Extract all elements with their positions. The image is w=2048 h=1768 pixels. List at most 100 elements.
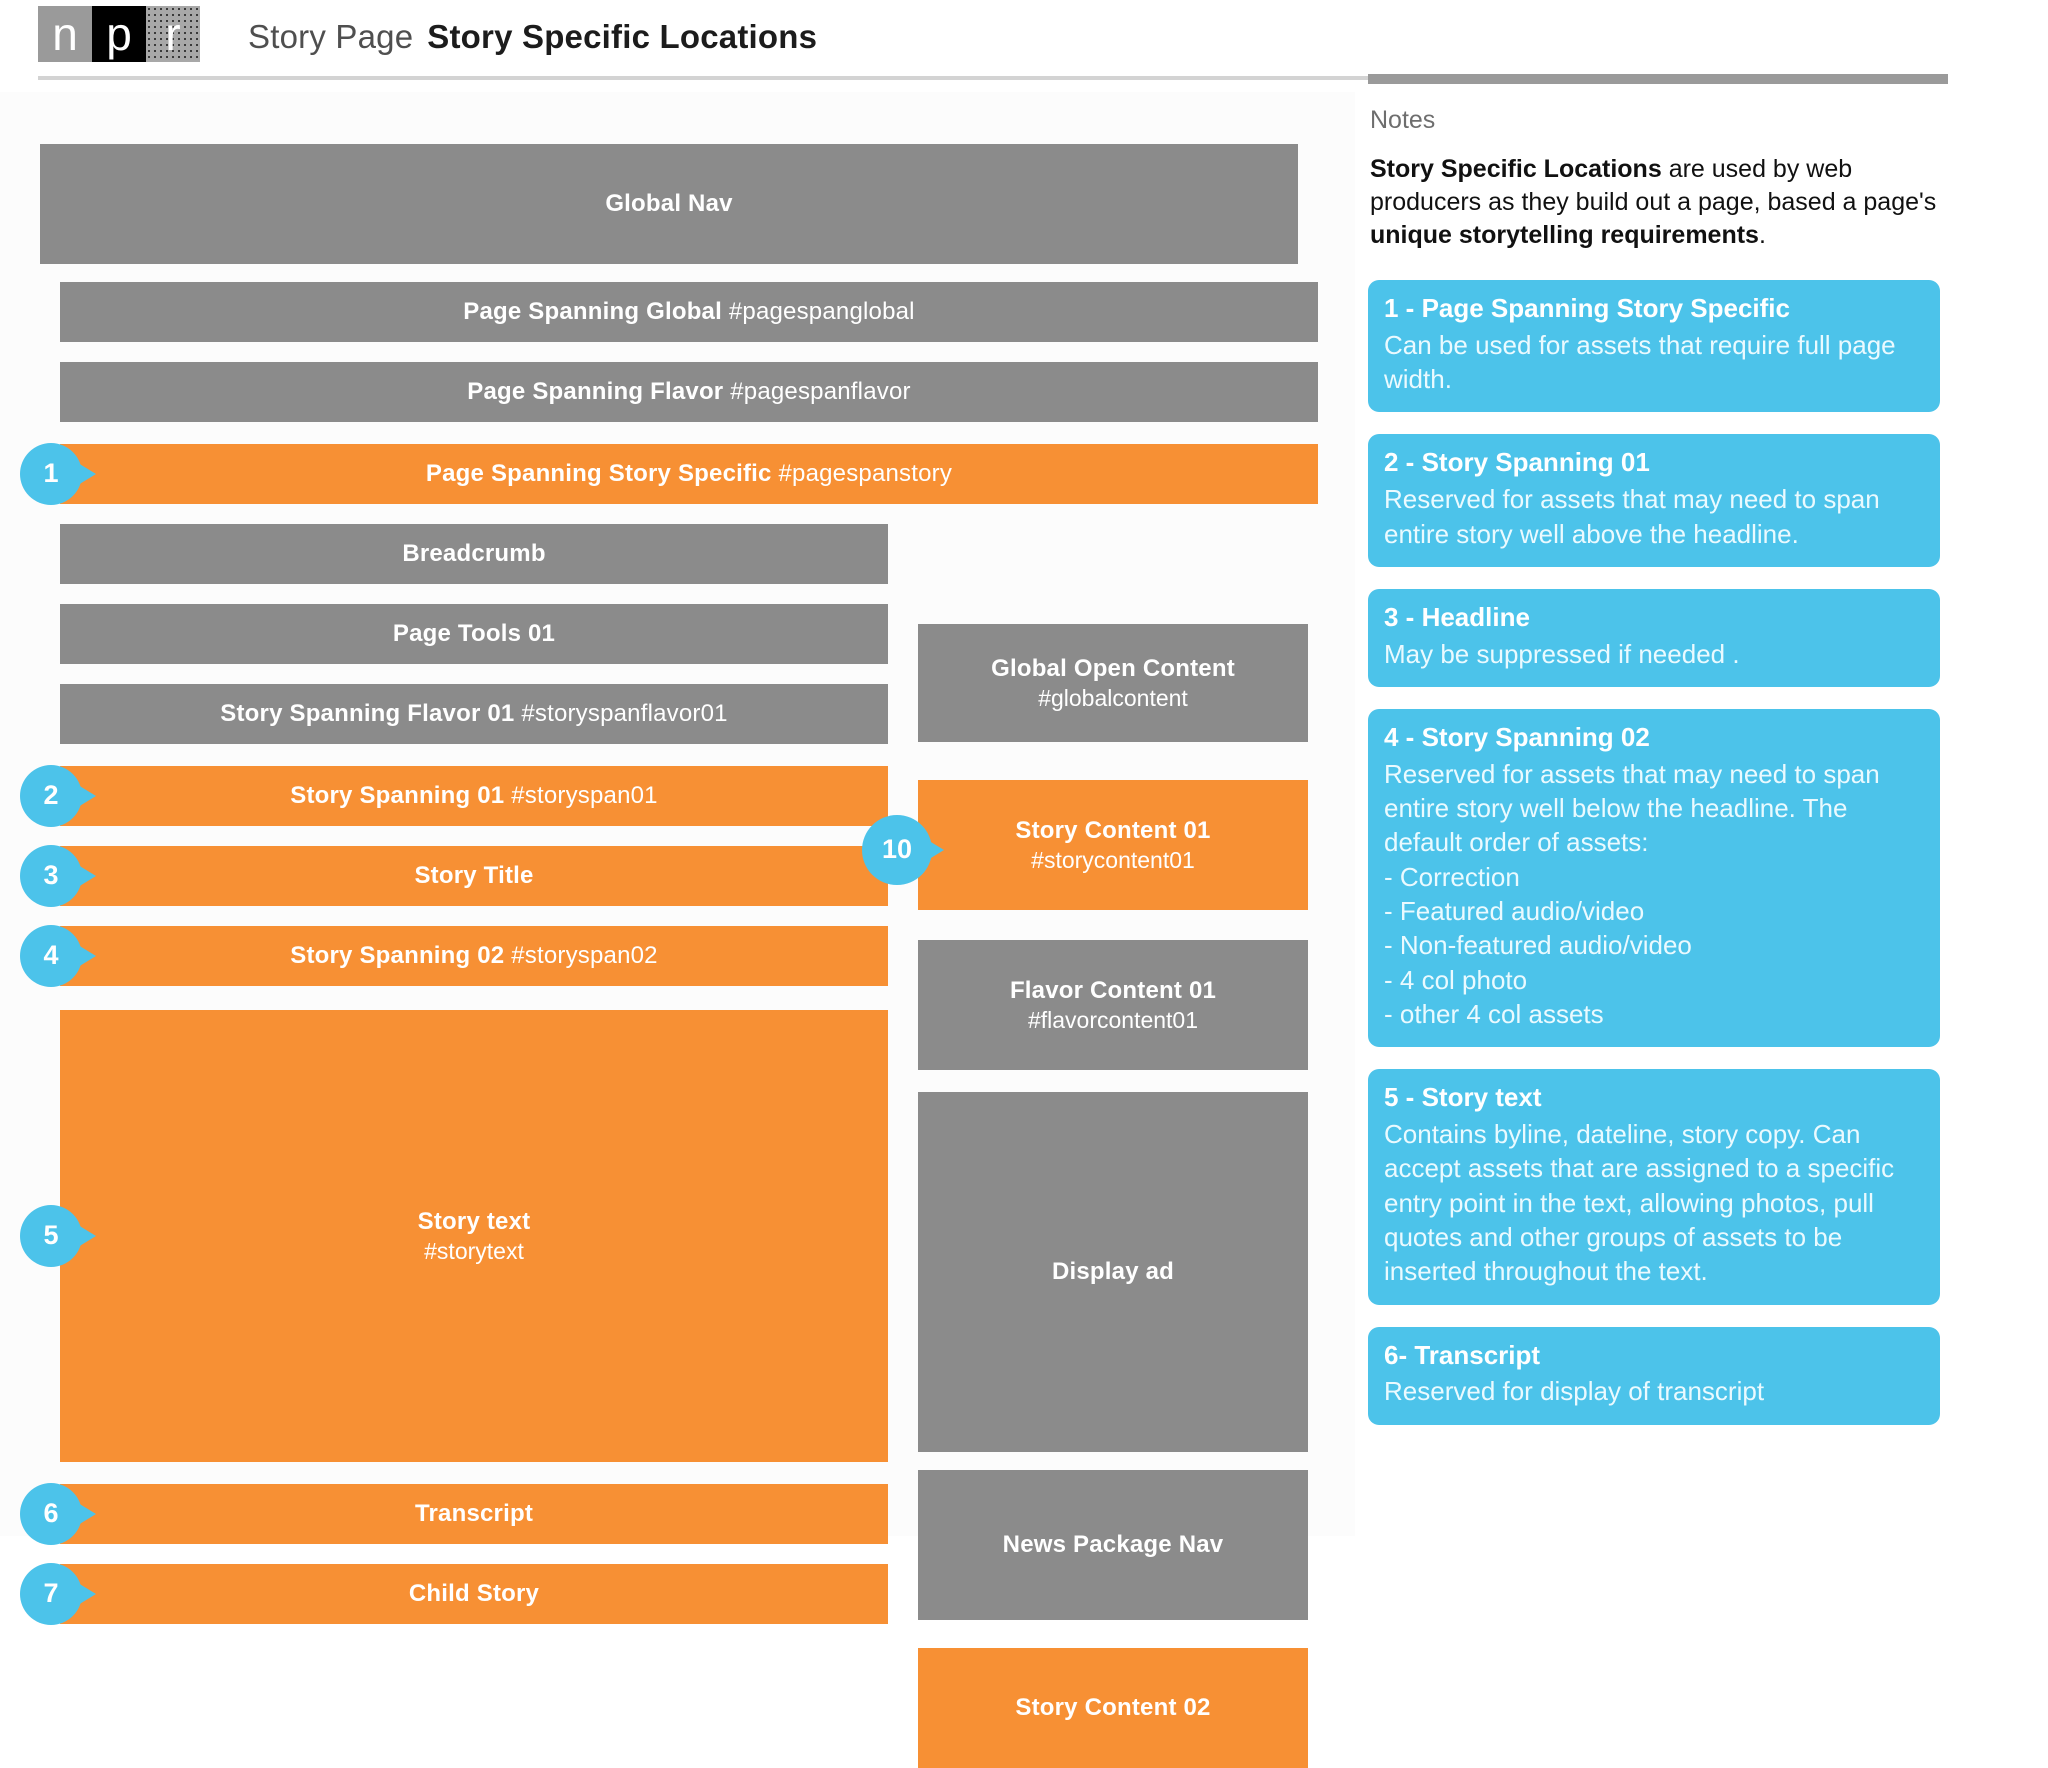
callout-marker-number: 3 <box>43 859 59 890</box>
notes-intro-period: . <box>1758 221 1766 249</box>
wireframe-block-sublabel: #storytext <box>424 1237 524 1264</box>
header-divider-rule <box>38 76 1368 80</box>
notes-intro-paragraph: Story Specific Locations are used by web… <box>1370 153 1962 252</box>
page-header: n p r Story Page Story Specific Location… <box>0 0 2048 84</box>
wireframe-block-label: Page Spanning Story Specific #pagespanst… <box>425 460 953 487</box>
wireframe-block-sublabel: #globalcontent <box>1038 684 1188 711</box>
notes-intro-bold-tail: unique storytelling requirements <box>1370 221 1759 249</box>
wireframe-block-label: Story text <box>417 1207 531 1235</box>
wireframe-block-hashtag: #pagespanstory <box>778 460 953 487</box>
note-card-4: 4 - Story Spanning 02 Reserved for assets… <box>1368 708 1940 1048</box>
callout-marker-circle: 3 <box>20 845 82 907</box>
header-title-group: Story Page Story Specific Locations <box>248 14 817 60</box>
notes-intro-bold-lead: Story Specific Locations <box>1370 155 1662 183</box>
callout-marker-circle: 7 <box>20 1563 82 1625</box>
wireframe-block-label: Global Open Content <box>991 654 1235 682</box>
notes-panel: Notes Story Specific Locations are used … <box>1368 92 1968 1536</box>
wireframe-block-page-spanning-story-specific[interactable]: Page Spanning Story Specific #pagespanst… <box>60 444 1318 504</box>
callout-marker-number: 2 <box>43 779 59 810</box>
note-card-body: Contains byline, dateline, story copy. C… <box>1384 1119 1895 1287</box>
note-card-body: May be suppressed if needed . <box>1384 638 1740 669</box>
callout-marker-7[interactable]: 7 <box>20 1563 96 1625</box>
callout-marker-number: 7 <box>43 1577 59 1608</box>
wireframe-block-global-open-content[interactable]: Global Open Content#globalcontent <box>918 624 1308 742</box>
wireframe-block-label: Global Nav <box>605 190 733 217</box>
callout-marker-3[interactable]: 3 <box>20 845 96 907</box>
wireframe-block-global-nav[interactable]: Global Nav <box>40 144 1298 264</box>
wireframe-block-story-content-02[interactable]: Story Content 02 <box>918 1648 1308 1768</box>
wireframe-block-transcript[interactable]: Transcript <box>60 1484 888 1544</box>
callout-marker-10[interactable]: 10 <box>862 815 962 885</box>
wireframe-block-story-spanning-02[interactable]: Story Spanning 02 #storyspan02 <box>60 926 888 986</box>
wireframe-block-page-spanning-global[interactable]: Page Spanning Global #pagespanglobal <box>60 282 1318 342</box>
wireframe-block-hashtag: #pagespanflavor <box>730 378 911 405</box>
wireframe-block-label: Story Content 01 <box>1015 816 1211 844</box>
wireframe-block-story-text[interactable]: Story text#storytext <box>60 1010 888 1462</box>
wireframe-block-story-spanning-flavor-01[interactable]: Story Spanning Flavor 01 #storyspanflavo… <box>60 684 888 744</box>
callout-marker-number: 6 <box>43 1497 59 1528</box>
callout-marker-circle: 5 <box>20 1205 82 1267</box>
notes-panel-label: Notes <box>1370 106 1436 134</box>
note-card-body: Reserved for display of transcript <box>1384 1376 1765 1407</box>
wireframe-block-label: Flavor Content 01 <box>1009 976 1217 1004</box>
wireframe-block-label: Transcript <box>414 1500 534 1527</box>
note-card-title: 6- Transcript <box>1384 1339 1541 1370</box>
callout-marker-number: 10 <box>881 833 913 864</box>
wireframe-block-label: Story Spanning 01 #storyspan01 <box>290 782 658 809</box>
wireframe-block-story-spanning-01[interactable]: Story Spanning 01 #storyspan01 <box>60 766 888 826</box>
callout-marker-circle: 2 <box>20 765 82 827</box>
wireframe-block-label: Breadcrumb <box>402 540 546 567</box>
callout-marker-circle: 10 <box>862 815 932 885</box>
npr-logo-letter-p: p <box>92 6 146 62</box>
note-card-title: 1 - Page Spanning Story Specific <box>1384 293 1790 323</box>
callout-marker-1[interactable]: 1 <box>20 443 96 505</box>
npr-logo-letter-r: r <box>146 6 200 62</box>
callout-marker-number: 1 <box>43 457 59 488</box>
callout-marker-6[interactable]: 6 <box>20 1483 96 1545</box>
npr-logo-letter-n: n <box>38 6 92 62</box>
notes-intro-mid: are used by web producers as they build … <box>1370 155 1937 216</box>
wireframe-block-label: Story Title <box>414 862 534 889</box>
npr-logo: n p r <box>38 6 200 62</box>
wireframe-block-label: Display ad <box>1051 1258 1175 1285</box>
wireframe-block-label: Page Tools 01 <box>392 620 556 647</box>
callout-marker-5[interactable]: 5 <box>20 1205 96 1267</box>
callout-marker-circle: 6 <box>20 1483 82 1545</box>
note-card-body: Can be used for assets that require full… <box>1384 329 1896 395</box>
wireframe-block-label: News Package Nav <box>1002 1531 1224 1558</box>
wireframe-block-label: Page Spanning Global #pagespanglobal <box>463 298 915 325</box>
note-card-body: Reserved for assets that may need to spa… <box>1384 758 1880 1029</box>
wireframe-block-display-ad[interactable]: Display ad <box>918 1092 1308 1452</box>
wireframe-block-label: Child Story <box>408 1580 540 1607</box>
wireframe-block-story-title[interactable]: Story Title <box>60 846 888 906</box>
callout-marker-2[interactable]: 2 <box>20 765 96 827</box>
wireframe-block-hashtag: #storyspan01 <box>511 782 658 809</box>
wireframe-block-news-package-nav[interactable]: News Package Nav <box>918 1470 1308 1620</box>
note-card-title: 2 - Story Spanning 01 <box>1384 447 1650 478</box>
note-card-title: 5 - Story text <box>1384 1082 1542 1113</box>
wireframe-block-hashtag: #storyspanflavor01 <box>521 700 728 727</box>
callout-marker-circle: 1 <box>20 443 82 505</box>
note-card-title: 3 - Headline <box>1384 601 1530 632</box>
wireframe-block-child-story[interactable]: Child Story <box>60 1564 888 1624</box>
wireframe-block-page-spanning-flavor[interactable]: Page Spanning Flavor #pagespanflavor <box>60 362 1318 422</box>
wireframe-block-hashtag: #storyspan02 <box>511 942 658 969</box>
wireframe-block-flavor-content-01[interactable]: Flavor Content 01#flavorcontent01 <box>918 940 1308 1070</box>
breadcrumb-story-page: Story Page <box>248 18 414 55</box>
notes-header-bar <box>1368 74 1948 84</box>
wireframe-block-hashtag: #pagespanglobal <box>728 298 915 325</box>
note-card-title: 4 - Story Spanning 02 <box>1384 721 1650 752</box>
wireframe-block-label: Story Spanning Flavor 01 #storyspanflavo… <box>220 700 728 727</box>
wireframe-block-label: Story Content 02 <box>1015 1694 1211 1721</box>
wireframe-block-label: Story Spanning 02 #storyspan02 <box>290 942 658 969</box>
wireframe-block-story-content-01[interactable]: Story Content 01#storycontent01 <box>918 780 1308 910</box>
wireframe-block-sublabel: #storycontent01 <box>1031 846 1195 873</box>
callout-marker-4[interactable]: 4 <box>20 925 96 987</box>
wireframe-block-breadcrumb[interactable]: Breadcrumb <box>60 524 888 584</box>
wireframe-block-page-tools-01[interactable]: Page Tools 01 <box>60 604 888 664</box>
